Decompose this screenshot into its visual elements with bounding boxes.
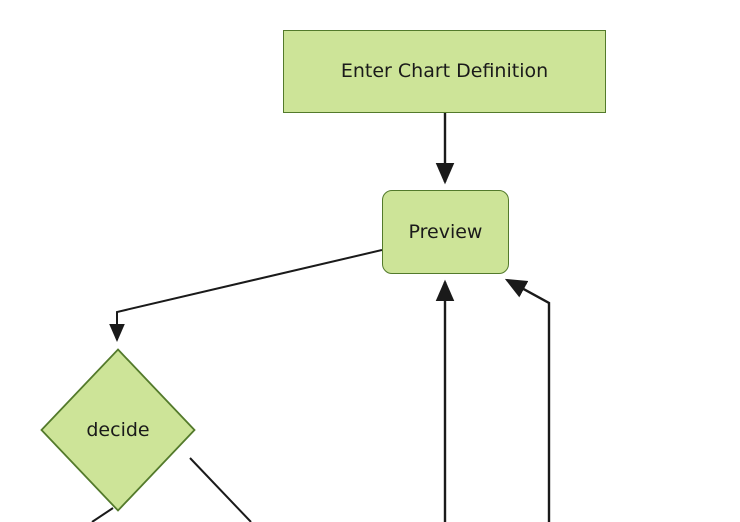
edge-preview-to-decide — [109, 249, 383, 342]
edge-bottom-right-to-preview — [504, 278, 551, 522]
node-decide-label: decide — [86, 419, 150, 441]
node-decide[interactable]: decide — [40, 348, 196, 512]
node-preview[interactable]: Preview — [382, 190, 509, 274]
edge-decide-to-bottom-right — [189, 457, 252, 522]
edge-decide-to-bottom-left — [91, 507, 114, 522]
node-preview-label: Preview — [408, 220, 483, 243]
node-enter-chart-definition[interactable]: Enter Chart Definition — [283, 30, 606, 113]
diamond-shape — [40, 348, 196, 512]
node-enter-chart-definition-label: Enter Chart Definition — [340, 60, 549, 82]
